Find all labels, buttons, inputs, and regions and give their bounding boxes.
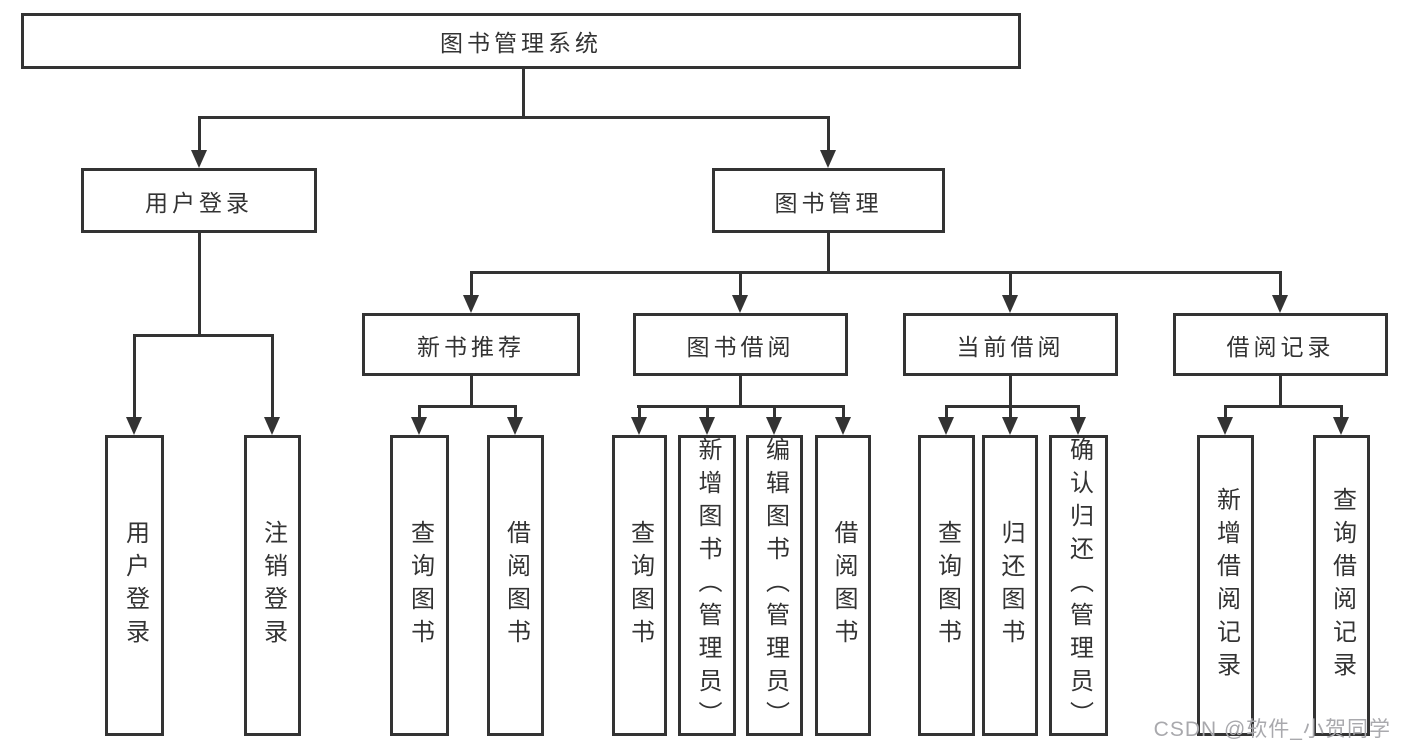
arrow-down-icon xyxy=(1217,417,1233,435)
node-label: 查询图书 xyxy=(933,519,961,652)
connector-book-borrow-splitter xyxy=(637,405,845,408)
arrow-down-icon xyxy=(191,150,207,168)
connector-to-book-borrow xyxy=(739,271,742,297)
connector-new-book-stub xyxy=(470,376,473,408)
node-label: 图书管理 xyxy=(774,189,883,216)
node-book-borrowing: 图书借阅 xyxy=(633,313,848,376)
node-label: 图书管理系统 xyxy=(440,30,602,56)
arrow-down-icon xyxy=(1333,417,1349,435)
connector-book-mgmt-splitter xyxy=(470,271,1282,274)
arrow-down-icon xyxy=(1272,295,1288,313)
arrow-down-icon xyxy=(463,295,479,313)
connector-book-mgmt-stub xyxy=(827,233,830,274)
connector-to-leaf-logout xyxy=(271,334,274,419)
node-new-book-recommendation: 新书推荐 xyxy=(362,313,580,376)
connector-to-leaf-edit-books xyxy=(773,405,776,420)
node-label: 当前借阅 xyxy=(956,333,1065,360)
node-book-management-branch: 图书管理 xyxy=(712,168,945,233)
connector-book-borrow-stub xyxy=(739,376,742,408)
connector-to-new-book xyxy=(470,271,473,297)
arrow-down-icon xyxy=(820,150,836,168)
node-label: 用户登录 xyxy=(121,519,149,652)
connector-current-borrow-splitter xyxy=(945,405,1080,408)
connector-root-stub xyxy=(522,69,525,119)
node-user-login-branch: 用户登录 xyxy=(81,168,317,233)
connector-root-splitter xyxy=(198,116,830,119)
node-label: 确认归还（管理员） xyxy=(1065,437,1093,734)
connector-to-leaf-query-1 xyxy=(418,405,421,420)
node-label: 新增借阅记录 xyxy=(1212,486,1240,685)
connector-user-login-stub xyxy=(198,233,201,337)
node-library-management-system: 图书管理系统 xyxy=(21,13,1021,69)
connector-to-leaf-add-record xyxy=(1224,405,1227,420)
connector-to-leaf-confirm-return xyxy=(1077,405,1080,420)
connector-to-current-borrow xyxy=(1009,271,1012,297)
arrow-down-icon xyxy=(1002,417,1018,435)
arrow-down-icon xyxy=(1070,417,1086,435)
arrow-down-icon xyxy=(938,417,954,435)
connector-to-leaf-borrow-1 xyxy=(514,405,517,420)
node-label: 借阅图书 xyxy=(830,519,857,652)
node-label: 查询借阅记录 xyxy=(1328,486,1356,685)
connector-borrow-record-splitter xyxy=(1224,405,1343,408)
connector-current-borrow-stub xyxy=(1009,376,1012,408)
node-label: 新书推荐 xyxy=(417,333,525,360)
node-label: 归还图书 xyxy=(997,519,1024,652)
connector-to-leaf-user-login xyxy=(133,334,136,419)
connector-to-user-login xyxy=(198,116,201,152)
node-label: 查询图书 xyxy=(406,519,434,652)
node-borrowing-records: 借阅记录 xyxy=(1173,313,1388,376)
node-borrow-books-recommend: 借阅图书 xyxy=(487,435,544,736)
node-label: 图书借阅 xyxy=(686,333,795,360)
arrow-down-icon xyxy=(126,417,142,435)
arrow-down-icon xyxy=(766,417,782,435)
connector-new-book-splitter xyxy=(418,405,517,408)
node-user-login: 用户登录 xyxy=(105,435,164,736)
node-label: 新增图书（管理员） xyxy=(694,437,721,734)
node-edit-books-admin: 编辑图书（管理员） xyxy=(746,435,803,736)
node-label: 用户登录 xyxy=(145,189,253,216)
arrow-down-icon xyxy=(631,417,647,435)
arrow-down-icon xyxy=(835,417,851,435)
connector-to-leaf-borrow-2 xyxy=(842,405,845,420)
node-logout: 注销登录 xyxy=(244,435,301,736)
node-label: 借阅记录 xyxy=(1226,333,1335,360)
node-current-borrowing: 当前借阅 xyxy=(903,313,1118,376)
node-query-borrow-record: 查询借阅记录 xyxy=(1313,435,1370,736)
arrow-down-icon xyxy=(264,417,280,435)
node-label: 注销登录 xyxy=(259,519,287,652)
arrow-down-icon xyxy=(699,417,715,435)
node-borrow-books: 借阅图书 xyxy=(815,435,871,736)
node-add-borrow-record: 新增借阅记录 xyxy=(1197,435,1254,736)
node-label: 查询图书 xyxy=(626,519,654,652)
watermark-text: CSDN @软件_小贺同学 xyxy=(1153,718,1391,741)
node-confirm-return-admin: 确认归还（管理员） xyxy=(1049,435,1108,736)
connector-to-borrow-record xyxy=(1279,271,1282,297)
node-label: 借阅图书 xyxy=(502,519,530,652)
connector-to-leaf-add-books xyxy=(706,405,709,420)
connector-borrow-record-stub xyxy=(1279,376,1282,408)
arrow-down-icon xyxy=(507,417,523,435)
node-add-books-admin: 新增图书（管理员） xyxy=(678,435,736,736)
connector-to-leaf-return-books xyxy=(1009,405,1012,420)
node-query-books-borrowing: 查询图书 xyxy=(612,435,667,736)
node-query-books-recommend: 查询图书 xyxy=(390,435,449,736)
connector-to-book-mgmt xyxy=(827,116,830,152)
node-return-books: 归还图书 xyxy=(982,435,1038,736)
connector-to-leaf-query-record xyxy=(1340,405,1343,420)
node-query-books-current: 查询图书 xyxy=(918,435,975,736)
connector-to-leaf-query-3 xyxy=(945,405,948,420)
arrow-down-icon xyxy=(732,295,748,313)
arrow-down-icon xyxy=(1002,295,1018,313)
connector-user-login-splitter xyxy=(133,334,274,337)
arrow-down-icon xyxy=(411,417,427,435)
connector-to-leaf-query-2 xyxy=(638,405,641,420)
node-label: 编辑图书（管理员） xyxy=(761,437,789,734)
